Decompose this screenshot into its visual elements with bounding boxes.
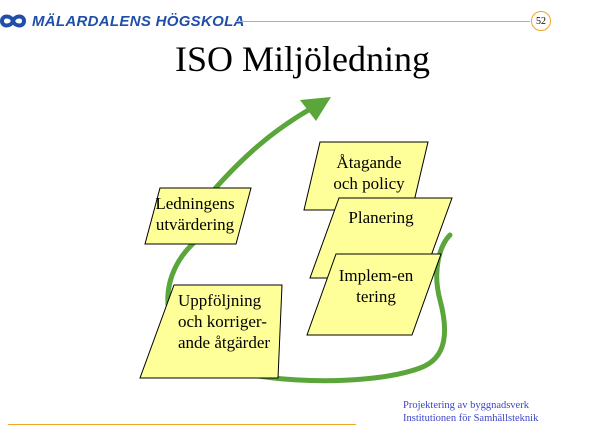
- university-logo: MÄLARDALENS HÖGSKOLA: [0, 10, 245, 32]
- label-uppfoljning: Uppföljning och korriger-ande åtgärder: [168, 290, 278, 353]
- logo-text: MÄLARDALENS HÖGSKOLA: [32, 12, 245, 30]
- label-ledningens-utvardering: Ledningens utvärdering: [140, 193, 250, 235]
- box-uppfoljning: [139, 284, 283, 379]
- label-planering: Planering: [326, 207, 436, 228]
- page-number: 52: [536, 15, 546, 27]
- label-implementering-text: Implem-entering: [338, 266, 414, 306]
- header-divider: [236, 21, 530, 22]
- box-ledningens-utvardering: [144, 187, 252, 245]
- label-implementering: Implem-entering: [324, 265, 428, 307]
- footer-divider: [8, 424, 356, 425]
- label-atagande-och-policy: Åtagande och policy: [316, 152, 422, 194]
- label-planering-text: Planering: [348, 208, 414, 227]
- cycle-arrow-head-stroke: [209, 105, 315, 195]
- box-implementering: [306, 253, 442, 336]
- label-atagande-text: Åtagande och policy: [333, 153, 405, 193]
- label-ledningens-utvardering-text: Ledningens utvärdering: [155, 194, 235, 234]
- label-uppfoljning-text: Uppföljning och korriger-ande åtgärder: [178, 291, 271, 352]
- logo-icon: [0, 14, 26, 28]
- footer-department: Institutionen för Samhällsteknik: [403, 413, 539, 424]
- slide-title: ISO Miljöledning: [174, 39, 430, 79]
- footer: Projektering av byggnadsverk Institution…: [403, 399, 603, 425]
- page-number-badge: 52: [531, 11, 551, 31]
- arrowhead-icon: [300, 97, 331, 121]
- footer-course: Projektering av byggnadsverk: [403, 400, 529, 411]
